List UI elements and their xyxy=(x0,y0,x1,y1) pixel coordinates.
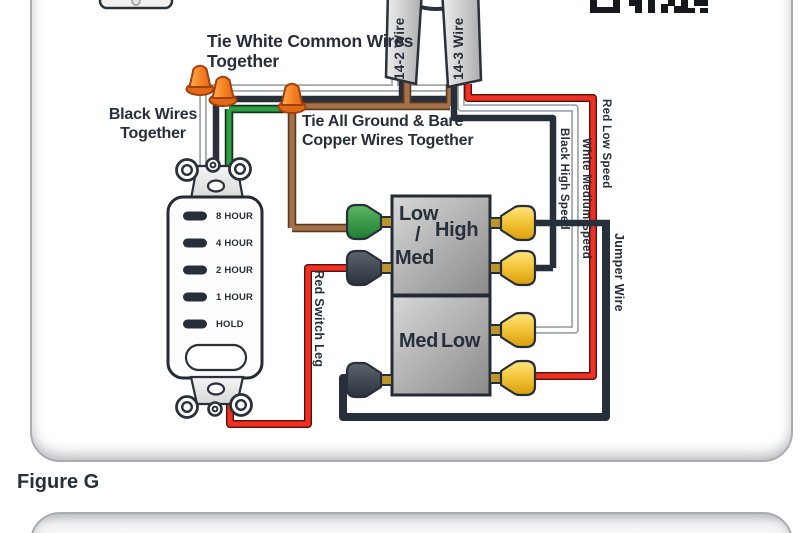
wire-label-red-switch-leg: Red Switch Leg xyxy=(312,270,326,368)
box1-label-low: Low xyxy=(399,203,439,225)
timer-switch xyxy=(166,157,264,419)
wire-label-jumper: Jumper Wire xyxy=(612,233,626,312)
box2-label-low: Low xyxy=(441,330,481,352)
dark-connector-upper-icon xyxy=(345,249,394,287)
switch-button-label-8hour: 8 HOUR xyxy=(216,211,254,222)
yellow-connector-med-icon xyxy=(488,311,537,349)
figure-caption: Figure G xyxy=(17,471,100,493)
box1-label-high: High xyxy=(435,219,479,241)
switch-button-label-1hour: 1 HOUR xyxy=(216,292,254,303)
box1-label-divider: / xyxy=(415,224,421,246)
wire-label-black-high: Black High Speed xyxy=(558,128,570,230)
cable-sheath-14-3 xyxy=(441,0,483,89)
switch-button-label-2hour: 2 HOUR xyxy=(216,265,254,276)
switch-button-label-hold: HOLD xyxy=(216,319,244,330)
wirenut-black-icon xyxy=(208,75,238,107)
copper-ground-wires xyxy=(287,76,455,233)
white-medium-speed-wire xyxy=(457,84,579,334)
yellow-connector-high-1-icon xyxy=(488,204,537,242)
fan-box-med-low xyxy=(390,294,492,397)
red-low-speed-wire xyxy=(464,84,597,380)
yellow-connector-low-icon xyxy=(488,359,537,397)
annotation-tie-ground: Tie All Ground & Bare Copper Wires Toget… xyxy=(302,113,474,149)
switch-button-label-4hour: 4 HOUR xyxy=(216,238,254,249)
top-cutoff-box xyxy=(98,0,174,10)
box2-label-med: Med xyxy=(399,330,439,352)
green-ground-wire xyxy=(224,104,284,172)
white-common-wires xyxy=(199,76,459,172)
dark-connector-lower-icon xyxy=(345,361,394,399)
annotation-tie-white: Tie White Common Wires Together xyxy=(207,31,414,72)
box1-label-med: Med xyxy=(395,247,435,269)
wire-label-white-medium: White Medium Speed xyxy=(580,138,592,260)
cable-sheath-14-2 xyxy=(384,0,423,86)
black-high-speed-wire xyxy=(450,86,610,272)
black-common-wires xyxy=(212,76,456,172)
qr-code-icon xyxy=(590,0,708,13)
red-switch-leg-wire xyxy=(226,264,358,428)
annotation-black-wires: Black Wires Together xyxy=(108,106,198,142)
cable-label-14-2: 14-2 Wire xyxy=(392,17,407,80)
cable-label-14-3: 14-3 Wire xyxy=(451,17,466,80)
yellow-connector-high-2-icon xyxy=(488,249,537,287)
green-connector-icon xyxy=(345,203,394,241)
wire-label-red-low: Red Low Speed xyxy=(600,99,612,189)
fan-box-low-med-high xyxy=(390,194,492,297)
